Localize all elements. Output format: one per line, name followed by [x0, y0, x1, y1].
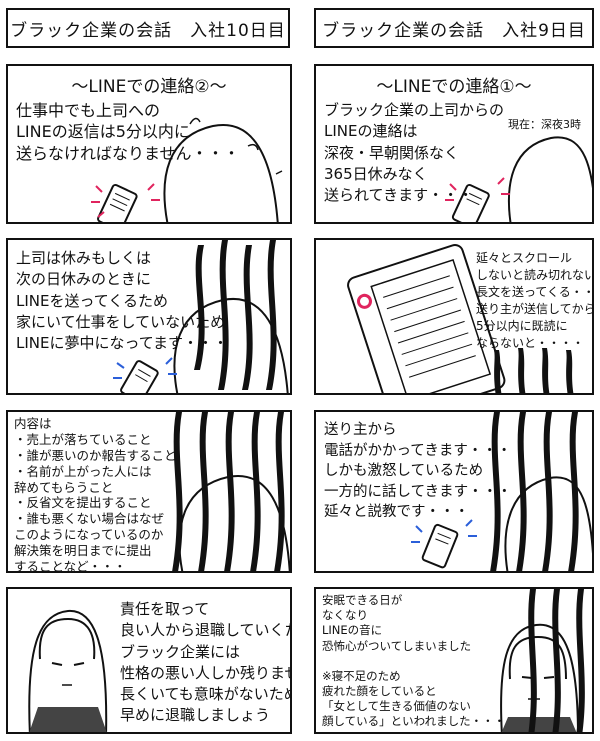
right-panel-4: 安眠できる日が なくなり LINEの音に 恐怖心がついてしまいました ※寝不足の… — [314, 587, 594, 734]
left-panel-2: 上司は休みもしくは 次の日休みのときに LINEを送ってくるため 家にいて仕事を… — [6, 238, 292, 395]
right-panel-3-text: 送り主から 電話がかかってきます・・・ しかも激怒しているため 一方的に話してき… — [324, 422, 512, 521]
right-panel-3-art — [411, 412, 592, 571]
left-panel-3: 内容は ・売上が落ちていること ・誰が悪いのか報告すること ・名前が上がった人に… — [6, 410, 292, 573]
left-title-text: ブラック企業の会話 入社10日目 — [10, 20, 286, 41]
right-panel-1-art — [445, 136, 592, 222]
right-panel-1-note: 現在：深夜3時 — [508, 118, 581, 131]
right-panel-1-text: ブラック企業の上司からの LINEの連絡は 深夜・早朝関係なく 365日休みなく… — [324, 101, 505, 205]
left-panel-4: 責任を取って 良い人から退職していくため ブラック企業には 性格の悪い人しか残り… — [6, 587, 292, 734]
left-panel-2-text: 上司は休みもしくは 次の日休みのときに LINEを送ってくるため 家にいて仕事を… — [16, 249, 228, 353]
left-panel-1-art — [91, 117, 283, 222]
left-panel-4-art — [28, 609, 108, 732]
left-panel-2-art — [113, 240, 289, 393]
left-panel-1-header: ～LINEでの連絡②～ — [71, 77, 227, 97]
left-panel-3-art — [172, 412, 290, 571]
left-title: ブラック企業の会話 入社10日目 — [6, 8, 290, 48]
right-title: ブラック企業の会話 入社9日目 — [314, 8, 594, 48]
right-panel-2: 延々とスクロール しないと読み切れない 長文を送ってくる・・・ 送り主が送信して… — [314, 238, 594, 395]
right-panel-3: 送り主から 電話がかかってきます・・・ しかも激怒しているため 一方的に話してき… — [314, 410, 594, 573]
right-panel-4-text: 安眠できる日が なくなり LINEの音に 恐怖心がついてしまいました ※寝不足の… — [322, 593, 506, 729]
left-panel-4-text: 責任を取って 良い人から退職していくため ブラック企業には 性格の悪い人しか残り… — [120, 600, 292, 725]
right-panel-2-text: 延々とスクロール しないと読み切れない 長文を送ってくる・・・ 送り主が送信して… — [476, 251, 594, 351]
right-panel-2-art — [347, 243, 574, 393]
left-panel-1-text: 仕事中でも上司への LINEの返信は5分以内に 送らなければなりません・・・ — [16, 101, 240, 163]
right-panel-1: ～LINEでの連絡①～ ブラック企業の上司からの LINEの連絡は 深夜・早朝関… — [314, 64, 594, 224]
right-title-text: ブラック企業の会話 入社9日目 — [322, 20, 586, 41]
right-panel-4-art — [500, 589, 585, 732]
left-panel-3-text: 内容は ・売上が落ちていること ・誰が悪いのか報告すること ・名前が上がった人に… — [14, 416, 177, 573]
left-panel-1: ～LINEでの連絡②～ 仕事中でも上司への LINEの返信は5分以内に 送らなけ… — [6, 64, 292, 224]
right-panel-1-header: ～LINEでの連絡①～ — [376, 77, 532, 97]
